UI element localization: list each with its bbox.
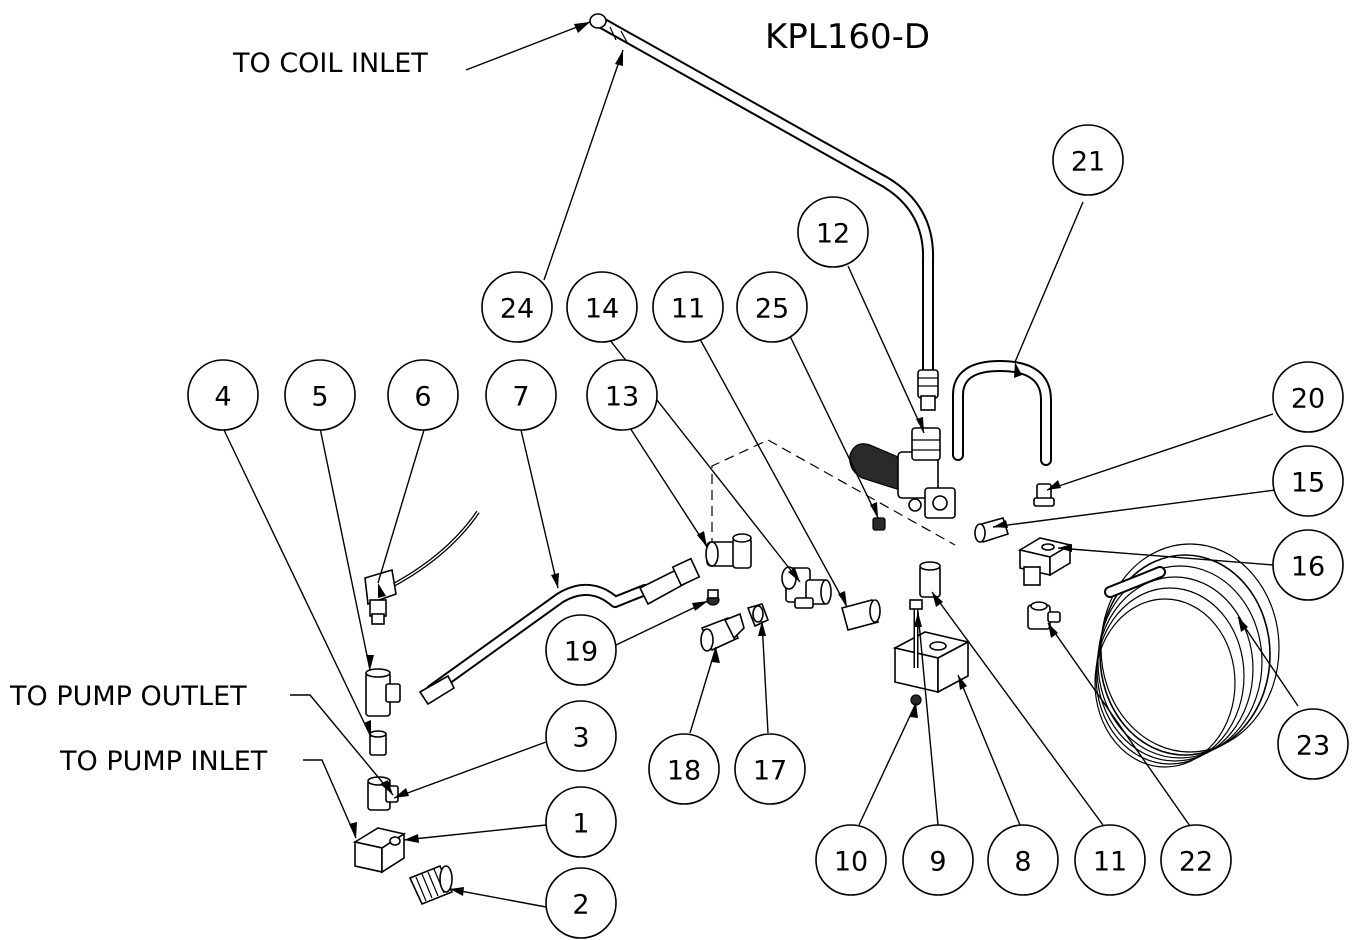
- balloon-13-label: 13: [605, 382, 639, 413]
- part-14-tee: [781, 566, 832, 609]
- part-13-elbow: [705, 533, 752, 569]
- balloon-24-label: 24: [500, 294, 534, 325]
- part-24-tube: [589, 13, 939, 411]
- callout-pump-outlet: TO PUMP OUTLET: [9, 681, 247, 712]
- balloon-14-label: 14: [585, 294, 619, 325]
- balloon-18: 18: [648, 733, 720, 805]
- part-22-elbow: [1027, 601, 1061, 630]
- balloon-25-label: 25: [755, 294, 789, 325]
- part-8-manifold-block: [892, 631, 971, 694]
- balloon-10-label: 10: [834, 847, 868, 878]
- balloon-17: 17: [734, 733, 806, 805]
- callout-pump-inlet: TO PUMP INLET: [59, 746, 268, 777]
- balloon-11-lower: 11: [1074, 824, 1146, 896]
- balloon-11-upper-label: 11: [671, 294, 705, 325]
- balloon-19: 19: [545, 614, 617, 686]
- balloon-11-lower-label: 11: [1093, 847, 1127, 878]
- balloon-7-label: 7: [512, 382, 529, 413]
- balloon-5: 5: [284, 359, 356, 431]
- balloon-21-label: 21: [1071, 147, 1105, 178]
- balloon-24: 24: [481, 271, 553, 343]
- part-16-block: [1017, 537, 1073, 586]
- part-5-tee: [365, 668, 401, 717]
- arrowheads: [349, 22, 1248, 896]
- balloon-21: 21: [1052, 124, 1124, 196]
- balloon-6-label: 6: [414, 382, 431, 413]
- part-11-nipple-a: [841, 599, 881, 631]
- part-1-block: [352, 827, 407, 874]
- balloon-13: 13: [586, 359, 658, 431]
- balloon-20-label: 20: [1291, 384, 1325, 415]
- balloon-15: 15: [1272, 445, 1344, 517]
- part-18-hex-nipple: [700, 612, 745, 652]
- balloon-22-label: 22: [1179, 847, 1213, 878]
- balloon-14: 14: [566, 271, 638, 343]
- balloon-23-label: 23: [1296, 731, 1330, 762]
- part-17-nut: [746, 603, 770, 628]
- balloon-15-label: 15: [1291, 468, 1325, 499]
- balloon-4-label: 4: [214, 382, 231, 413]
- part-11-nipple-b: [919, 561, 941, 598]
- balloon-1-label: 1: [572, 809, 589, 840]
- balloon-12: 12: [797, 196, 869, 268]
- part-20-fitting: [1033, 483, 1055, 507]
- balloon-19-label: 19: [564, 637, 598, 668]
- balloon-2: 2: [545, 867, 617, 939]
- balloon-5-label: 5: [311, 382, 328, 413]
- part-25-plug: [872, 517, 886, 531]
- part-9-screw: [909, 599, 923, 668]
- balloon-9-label: 9: [929, 847, 946, 878]
- balloon-22: 22: [1160, 824, 1232, 896]
- part-2-plug: [408, 864, 454, 906]
- callout-coil-inlet: TO COIL INLET: [232, 48, 428, 79]
- balloon-8-label: 8: [1014, 847, 1031, 878]
- balloon-20: 20: [1272, 361, 1344, 433]
- balloon-18-label: 18: [667, 756, 701, 787]
- balloon-3: 3: [545, 700, 617, 772]
- part-7-hose: [418, 557, 701, 706]
- part-12-unloader-valve: [849, 427, 956, 519]
- balloon-9: 9: [902, 824, 974, 896]
- balloon-16-label: 16: [1291, 552, 1325, 583]
- balloon-8: 8: [987, 824, 1059, 896]
- balloon-3-label: 3: [572, 723, 589, 754]
- balloon-25: 25: [736, 271, 808, 343]
- balloon-16: 16: [1272, 529, 1344, 601]
- part-6-connector: [364, 510, 480, 625]
- balloon-17-label: 17: [753, 756, 787, 787]
- balloon-4: 4: [187, 359, 259, 431]
- diagram-title: KPL160-D: [765, 17, 930, 57]
- balloon-2-label: 2: [572, 890, 589, 921]
- part-19-fitting: [706, 589, 720, 606]
- part-23-coil: [1094, 543, 1280, 768]
- part-4-nipple: [369, 730, 387, 756]
- balloon-23: 23: [1277, 708, 1349, 780]
- balloon-6: 6: [387, 359, 459, 431]
- balloon-11-upper: 11: [652, 271, 724, 343]
- balloon-1: 1: [545, 786, 617, 858]
- balloon-7: 7: [485, 359, 557, 431]
- assembly-dashed-line: [711, 439, 956, 548]
- part-21-u-tube: [952, 360, 1052, 466]
- balloon-10: 10: [815, 824, 887, 896]
- balloon-12-label: 12: [816, 219, 850, 250]
- leader-lines: [222, 21, 1299, 908]
